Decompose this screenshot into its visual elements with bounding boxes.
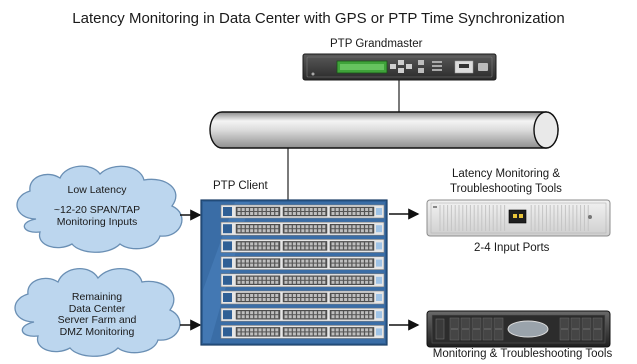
remaining-cloud-line: Server Farm and [57, 314, 137, 327]
network-backbone-pipe [209, 111, 559, 149]
server-bezel-logo [507, 320, 549, 338]
switch-line-card [220, 290, 385, 305]
diagram-title: Latency Monitoring in Data Center with G… [72, 10, 565, 27]
appliance-port-panel [508, 209, 527, 224]
low-latency-line: ~12-20 SPAN/TAP [53, 204, 141, 217]
switch-line-card [220, 325, 385, 339]
remaining-data-center-cloud [14, 268, 181, 357]
monitoring-tools-label: Monitoring & Troubleshooting Tools [432, 348, 613, 360]
low-latency-heading: Low Latency [67, 184, 127, 196]
remaining-cloud-text: Remaining Data Center Server Farm and DM… [16, 291, 178, 338]
ptp-client-label: PTP Client [213, 180, 268, 192]
switch-line-card [220, 256, 385, 270]
switch-line-card [220, 273, 385, 288]
low-latency-cloud-text: Low Latency ~12-20 SPAN/TAP Monitoring I… [16, 184, 178, 228]
low-latency-cloud [16, 165, 183, 253]
switch-line-card [220, 204, 385, 219]
switch-line-card [220, 221, 385, 236]
ptp-grandmaster-label: PTP Grandmaster [330, 38, 423, 50]
monitoring-tools-server [426, 310, 611, 348]
latency-tools-label-line: Troubleshooting Tools [450, 182, 562, 195]
input-ports-label: 2-4 Input Ports [474, 242, 550, 254]
ptp-client-switch [200, 199, 388, 346]
ptp-grandmaster-device [302, 53, 497, 81]
remaining-cloud-line: DMZ Monitoring [59, 325, 135, 338]
low-latency-line: Monitoring Inputs [56, 216, 138, 229]
switch-line-card [220, 307, 385, 322]
latency-monitoring-appliance [426, 199, 611, 237]
remaining-cloud-line: Data Center [68, 302, 126, 315]
latency-tools-label: Latency Monitoring & Troubleshooting Too… [422, 167, 590, 197]
switch-line-card [220, 239, 385, 253]
latency-tools-label-line: Latency Monitoring & [451, 168, 561, 180]
remaining-cloud-line: Remaining [71, 291, 123, 303]
